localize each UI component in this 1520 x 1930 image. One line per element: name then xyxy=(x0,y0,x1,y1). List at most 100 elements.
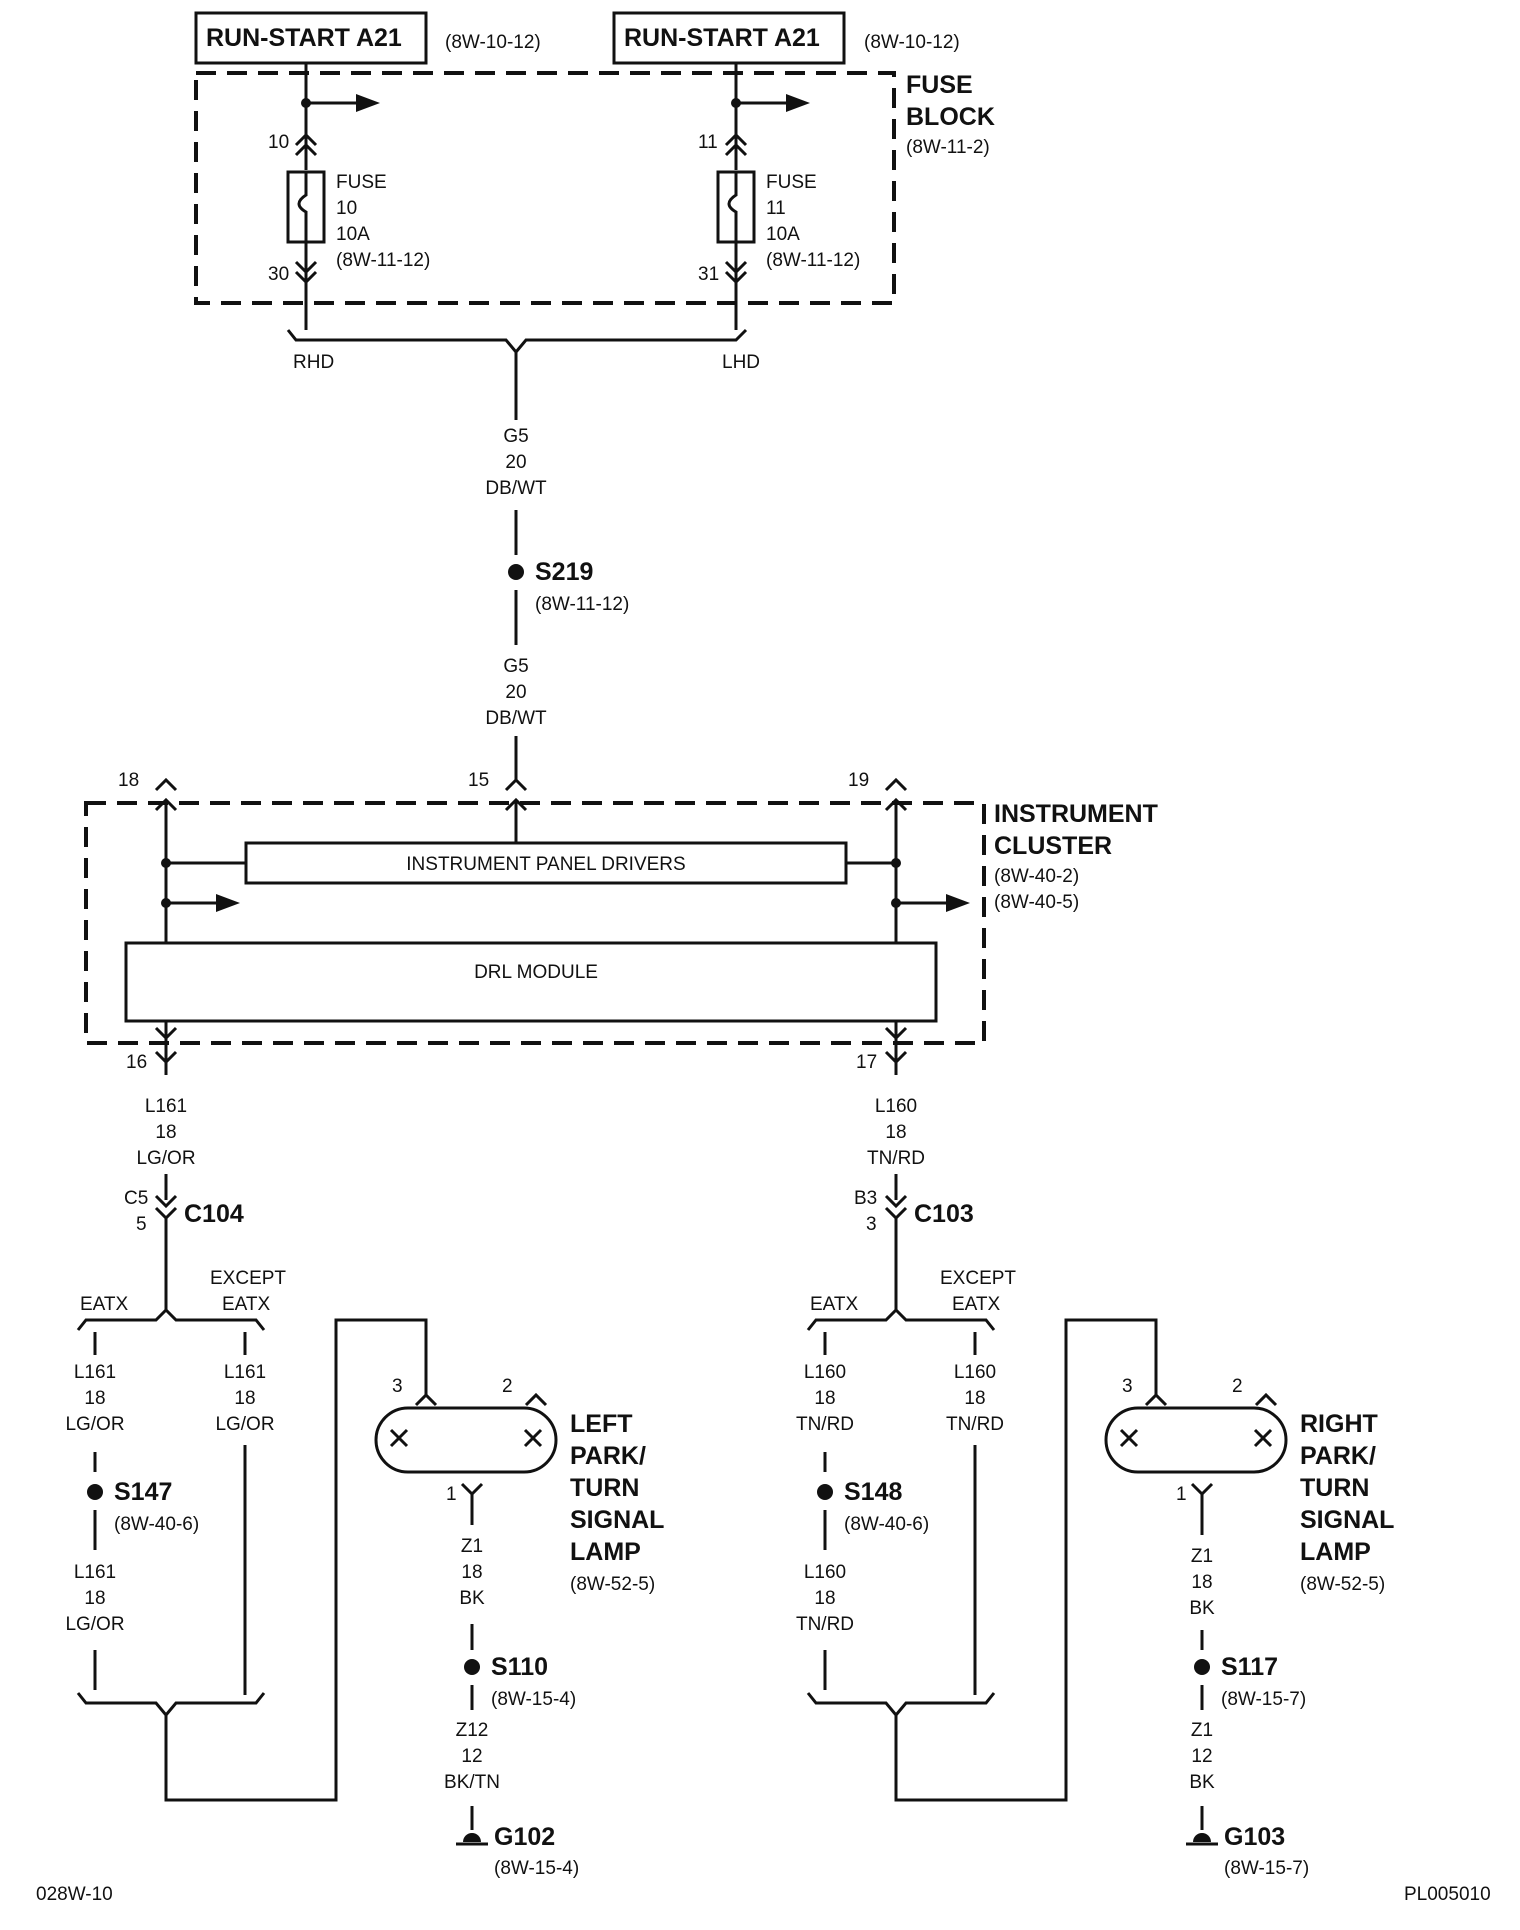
source-left-label: RUN-START A21 xyxy=(206,24,402,52)
fuse-10: 10 30 FUSE 10 10A (8W-11-12) xyxy=(268,63,430,330)
cluster-pin-15: 15 xyxy=(468,770,489,791)
fuse-11-line1: FUSE xyxy=(766,172,817,193)
left-ground-wire-a-color: BK xyxy=(459,1588,485,1609)
left-ground-icon xyxy=(456,1833,488,1846)
right-connector-cavity-a: B3 xyxy=(854,1188,877,1209)
left-lamp-line5: LAMP xyxy=(570,1538,641,1566)
fuse-10-line2: 10 xyxy=(336,198,357,219)
right-ground-splice-name: S117 xyxy=(1221,1653,1278,1681)
right-ground-wire-a-gauge: 18 xyxy=(1191,1572,1212,1593)
fuse-block-ref: (8W-11-2) xyxy=(906,137,990,158)
left-ground-wire-a-gauge: 18 xyxy=(461,1562,482,1583)
right-lamp-pin2: 2 xyxy=(1232,1376,1243,1397)
left-wire-except-color: LG/OR xyxy=(215,1414,274,1435)
fuse-option-lhd: LHD xyxy=(722,352,760,373)
left-lamp-pin2: 2 xyxy=(502,1376,513,1397)
right-ground-wire-a-code: Z1 xyxy=(1191,1546,1213,1567)
right-ground-name: G103 xyxy=(1224,1823,1285,1851)
fuse-block-title-2: BLOCK xyxy=(906,103,995,131)
left-ground-wire-b-gauge: 12 xyxy=(461,1746,482,1767)
right-ground-icon xyxy=(1186,1833,1218,1846)
left-wire-eatx-color: LG/OR xyxy=(65,1414,124,1435)
splice-s219: S219 (8W-11-12) xyxy=(508,558,629,615)
right-connector-cavity-b: 3 xyxy=(866,1214,877,1235)
right-ground-wire-b-code: Z1 xyxy=(1191,1720,1213,1741)
left-lamp-line2: PARK/ xyxy=(570,1442,646,1470)
left-option-eatx: EATX xyxy=(80,1294,129,1315)
right-ground-ref: (8W-15-7) xyxy=(1224,1858,1309,1879)
right-splice-name: S148 xyxy=(844,1478,902,1506)
source-right-ref: (8W-10-12) xyxy=(864,32,960,53)
left-ground-splice-name: S110 xyxy=(491,1653,548,1681)
cluster-title-1: INSTRUMENT xyxy=(994,800,1158,828)
source-right: RUN-START A21 (8W-10-12) xyxy=(612,11,960,65)
footer-right-code: PL005010 xyxy=(1404,1884,1491,1905)
right-option-eatx: EATX xyxy=(810,1294,859,1315)
fuse-10-line3: 10A xyxy=(336,224,370,245)
left-lamp-line3: TURN xyxy=(570,1474,639,1502)
cluster-ref-2: (8W-40-5) xyxy=(994,892,1079,913)
right-option-except-2: EATX xyxy=(952,1294,1001,1315)
left-wire-after-gauge: 18 xyxy=(84,1588,105,1609)
fuse-10-pin-in: 10 xyxy=(268,132,289,153)
left-wire-except-code: L161 xyxy=(224,1362,266,1383)
left-wire-top-color: LG/OR xyxy=(136,1148,195,1169)
fuse-10-ref: (8W-11-12) xyxy=(336,250,430,271)
left-ground-ref: (8W-15-4) xyxy=(494,1858,579,1879)
left-ground-name: G102 xyxy=(494,1823,555,1851)
source-right-label: RUN-START A21 xyxy=(624,24,820,52)
cluster-ref-1: (8W-40-2) xyxy=(994,866,1079,887)
right-wire-except-code: L160 xyxy=(954,1362,996,1383)
right-lamp-pin1: 1 xyxy=(1176,1484,1187,1505)
right-lamp-line3: TURN xyxy=(1300,1474,1369,1502)
right-wire-after-color: TN/RD xyxy=(796,1614,854,1635)
right-ground-wire-a-color: BK xyxy=(1189,1598,1215,1619)
cluster-title-2: CLUSTER xyxy=(994,832,1112,860)
left-connector-name: C104 xyxy=(184,1200,244,1228)
left-connector-cavity-a: C5 xyxy=(124,1188,148,1209)
right-ground-wire-b-color: BK xyxy=(1189,1772,1215,1793)
fuse-10-pin-out: 30 xyxy=(268,264,289,285)
wire-g5-lower: G5 20 DB/WT xyxy=(485,656,547,729)
left-lamp-pin3: 3 xyxy=(392,1376,403,1397)
fuse-block: FUSE BLOCK (8W-11-2) 10 30 FUSE 10 10A (… xyxy=(194,63,995,420)
right-lamp-line5: LAMP xyxy=(1300,1538,1371,1566)
cluster-pin-16: 16 xyxy=(126,1052,147,1073)
right-lamp-line2: PARK/ xyxy=(1300,1442,1376,1470)
left-wire-eatx-code: L161 xyxy=(74,1362,116,1383)
left-ground-wire-b-color: BK/TN xyxy=(444,1772,500,1793)
left-wire-eatx-gauge: 18 xyxy=(84,1388,105,1409)
right-ground-splice-ref: (8W-15-7) xyxy=(1221,1689,1306,1710)
cluster-pin-18: 18 xyxy=(118,770,139,791)
right-lamp-line1: RIGHT xyxy=(1300,1410,1378,1438)
left-wire-after-color: LG/OR xyxy=(65,1614,124,1635)
fuse-11-pin-out: 31 xyxy=(698,264,719,285)
left-wire-top-code: L161 xyxy=(145,1096,187,1117)
fuse-10-line1: FUSE xyxy=(336,172,387,193)
wire-g5-upper-gauge: 20 xyxy=(505,452,526,473)
left-wire-after-code: L161 xyxy=(74,1562,116,1583)
left-lamp: 3 2 1 LEFT PARK/ TURN SIGNAL LAMP (8W-52… xyxy=(374,1376,664,1595)
instrument-cluster: INSTRUMENT CLUSTER (8W-40-2) (8W-40-5) 1… xyxy=(84,736,1158,1073)
right-wire-except-color: TN/RD xyxy=(946,1414,1004,1435)
left-lamp-pin1: 1 xyxy=(446,1484,457,1505)
splice-s219-ref: (8W-11-12) xyxy=(535,594,629,615)
right-wire-top-color: TN/RD xyxy=(867,1148,925,1169)
right-wire-top-gauge: 18 xyxy=(885,1122,906,1143)
left-connector-cavity-b: 5 xyxy=(136,1214,147,1235)
source-left: RUN-START A21 (8W-10-12) xyxy=(194,11,541,65)
wire-g5-upper-color: DB/WT xyxy=(485,478,547,499)
right-lamp: 3 2 1 RIGHT PARK/ TURN SIGNAL LAMP (8W-5… xyxy=(1104,1376,1394,1595)
left-ground-wire-a-code: Z1 xyxy=(461,1536,483,1557)
left-branch: L161 18 LG/OR C5 5 C104 EATX EXCEPT EATX… xyxy=(65,1062,664,1879)
fuse-option-rhd: RHD xyxy=(293,352,334,373)
fuse-11-line3: 10A xyxy=(766,224,800,245)
right-branch: L160 18 TN/RD B3 3 C103 EATX EXCEPT EATX… xyxy=(796,1062,1394,1879)
right-wire-top-code: L160 xyxy=(875,1096,917,1117)
cluster-pin-17: 17 xyxy=(856,1052,877,1073)
right-wire-after-gauge: 18 xyxy=(814,1588,835,1609)
fuse-11-line2: 11 xyxy=(766,198,786,219)
wire-g5-upper-code: G5 xyxy=(503,426,528,447)
wire-g5-upper: G5 20 DB/WT xyxy=(485,426,547,499)
